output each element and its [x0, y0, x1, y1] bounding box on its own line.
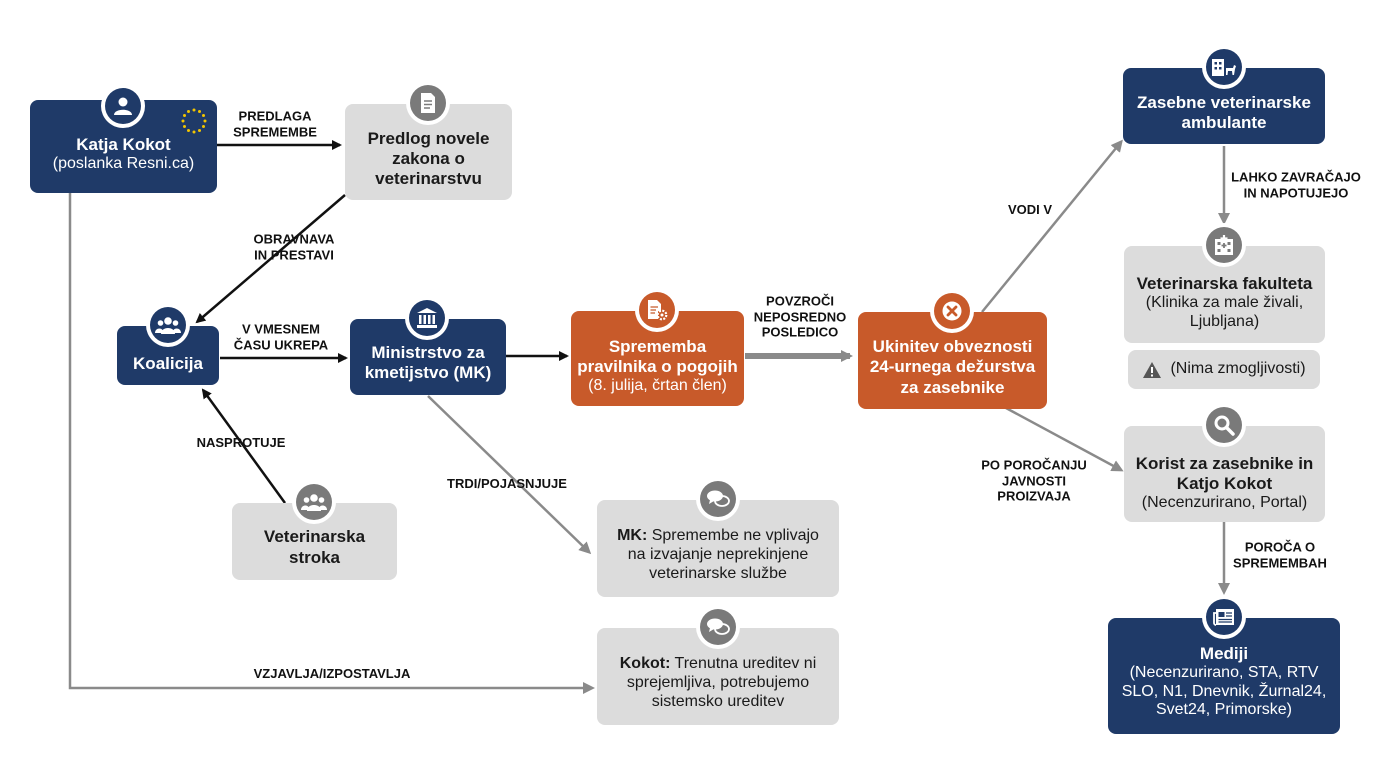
- edge-label-line: PO POROČANJU: [981, 457, 1087, 473]
- node-title-line: Predlog novele: [367, 128, 490, 148]
- node-subtitle: Svet24, Primorske): [1155, 701, 1293, 719]
- edge-vodi: [981, 139, 1123, 313]
- node-title-line: kmetijstvo (MK): [364, 363, 492, 382]
- government-building-icon: [405, 296, 449, 340]
- edge-label-line: PROIZVAJA: [997, 488, 1071, 504]
- node-title: Mediji: [1199, 643, 1249, 663]
- edge-label-line: VODI V: [1007, 202, 1053, 218]
- quote-text: Trenutna ureditev ni: [674, 655, 817, 673]
- group-icon: [146, 303, 190, 347]
- magnifier-icon: [1202, 403, 1246, 447]
- edge-label-line: LAHKO ZAVRAČAJO: [1231, 169, 1361, 185]
- edge-label-line: SPREMEMBE: [233, 124, 317, 139]
- node-ministrstvo: Ministrstvo za kmetijstvo (MK): [350, 319, 506, 395]
- eu-flag-icon: [179, 106, 209, 136]
- node-title: Koalicija: [133, 354, 203, 374]
- node-koalicija: Koalicija: [117, 326, 219, 385]
- node-title-line: pravilnika o pogojih: [577, 357, 738, 377]
- edge-label-nasprotuje: NASPROTUJE: [197, 435, 286, 451]
- quote-text: veterinarske službe: [649, 564, 787, 582]
- node-title-line: Sprememba: [608, 337, 707, 357]
- node-title-line: Zasebne veterinarske: [1137, 92, 1311, 112]
- quote-text: sprejemljiva, potrebujemo: [626, 674, 810, 692]
- node-title-line: ambulante: [1181, 113, 1267, 132]
- node-title: Veterinarska fakulteta: [1136, 273, 1313, 293]
- edge-label-line: SPREMEMBAH: [1233, 555, 1327, 570]
- node-title-line: Katjo Kokot: [1176, 473, 1273, 493]
- newspaper-icon: [1202, 595, 1246, 639]
- clinic-dog-icon: [1202, 45, 1246, 89]
- chat-icon: [696, 477, 740, 521]
- edge-label-povzroci: POVZROČI NEPOSREDNO POSLEDICO: [754, 294, 846, 341]
- edge-nasprotuje: [201, 388, 287, 504]
- edge-label-line: OBRAVNAVA: [253, 231, 335, 247]
- edge-trdi: [427, 395, 592, 555]
- edge-label-obravnava: OBRAVNAVA IN PRESTAVI: [254, 231, 335, 262]
- edge-label-line: NASPROTUJE: [196, 435, 286, 451]
- edge-label-vzjavlja: VZJAVLJA/IZPOSTAVLJA: [254, 666, 411, 682]
- edge-vzjavlja: [68, 192, 595, 694]
- edge-label-trdi: TRDI/POJASNJUJE: [447, 476, 567, 492]
- node-subtitle: SLO, N1, Dnevnik, Žurnal24,: [1121, 682, 1327, 700]
- chat-icon: [696, 605, 740, 649]
- node-subtitle: (8. julija, črtan člen): [588, 377, 727, 395]
- quote-line-1: MK: Spremembe ne vplivajo: [617, 527, 819, 546]
- node-title-line: Korist za zasebnike in: [1135, 453, 1314, 473]
- edge-label-predlaga: PREDLAGA SPREMEMBE: [233, 108, 317, 139]
- group-icon: [292, 480, 336, 524]
- node-title-line: stroka: [288, 547, 341, 567]
- edge-label-line: JAVNOSTI: [1001, 473, 1067, 489]
- node-nima-zmogljivosti: (Nima zmogljivosti): [1128, 350, 1320, 389]
- edge-label-lahko: LAHKO ZAVRAČAJO IN NAPOTUJEJO: [1231, 169, 1361, 200]
- edge-label-poroca: POROČA O SPREMEMBAH: [1233, 539, 1327, 570]
- quote-line-1: Kokot: Trenutna ureditev ni: [620, 655, 817, 674]
- edge-obravnava: [195, 194, 346, 324]
- edge-label-line: V VMESNEM: [241, 321, 321, 337]
- node-subtitle: (Necenzurirano, STA, RTV: [1129, 663, 1319, 681]
- node-title-line: Ministrstvo za: [371, 342, 485, 362]
- edge-label-line: TRDI/POJASNJUJE: [447, 476, 567, 492]
- edge-label-line: IN NAPOTUJEJO: [1243, 185, 1349, 200]
- edge-label-line: NEPOSREDNO: [753, 309, 847, 325]
- node-title-line: za zasebnike: [900, 377, 1005, 397]
- node-title: Katja Kokot: [76, 135, 171, 155]
- hospital-icon: [1202, 223, 1246, 267]
- quote-speaker: Kokot:: [619, 655, 671, 673]
- node-subtitle: (poslanka Resni.ca): [52, 155, 195, 173]
- edge-label-line: VZJAVLJA/IZPOSTAVLJA: [253, 666, 411, 682]
- node-title-line: Ukinitev obveznosti: [872, 337, 1033, 357]
- close-circle-icon: [930, 289, 974, 333]
- edge-po-porocanju: [1005, 406, 1124, 472]
- edge-label-line: POVZROČI: [766, 293, 834, 309]
- edge-label-vodi: VODI V: [1008, 202, 1052, 218]
- document-gear-icon: [635, 288, 679, 332]
- edge-label-line: IN PRESTAVI: [254, 247, 334, 262]
- edge-label-line: PREDLAGA: [238, 108, 312, 124]
- person-icon: [101, 84, 145, 128]
- node-title-line: veterinarstvu: [375, 169, 482, 189]
- quote-text: na izvajanje neprekinjene: [627, 546, 809, 564]
- node-subtitle: (Klinika za male živali,: [1145, 293, 1304, 311]
- edge-label-vmesnem: V VMESNEM ČASU UKREPA: [234, 321, 328, 352]
- node-title-line: zakona o: [392, 148, 465, 168]
- node-subtitle: (Necenzurirano, Portal): [1141, 493, 1308, 511]
- edge-label-line: ČASU UKREPA: [233, 337, 329, 352]
- edge-label-line: POROČA O: [1244, 539, 1316, 555]
- node-title-line: 24-urnega dežurstva: [869, 357, 1036, 377]
- node-title-line: Veterinarska: [263, 527, 366, 547]
- quote-speaker: MK:: [617, 527, 648, 545]
- edge-label-po-porocanju: PO POROČANJU JAVNOSTI PROIZVAJA: [981, 458, 1086, 505]
- node-subtitle: Ljubljana): [1189, 312, 1260, 330]
- edge-label-line: POSLEDICO: [761, 324, 839, 340]
- document-icon: [406, 81, 450, 125]
- warning-icon: [1143, 361, 1162, 378]
- quote-text: Spremembe ne vplivajo: [651, 527, 819, 545]
- warning-text: (Nima zmogljivosti): [1170, 360, 1306, 378]
- quote-text: sistemsko ureditev: [651, 692, 785, 710]
